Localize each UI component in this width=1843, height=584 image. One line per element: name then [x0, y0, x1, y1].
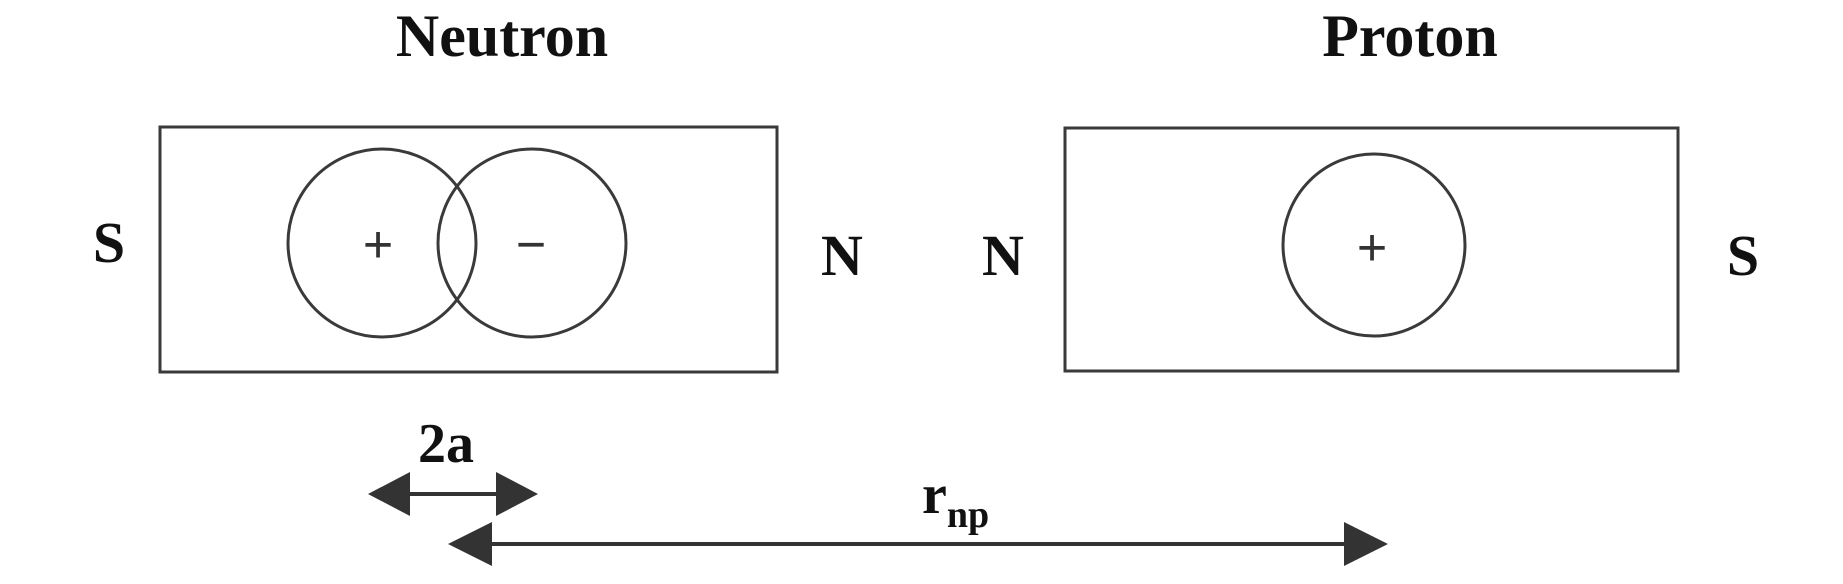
neutron-group: Neutron + − S N	[93, 3, 863, 374]
proton-positive-charge-circle	[1281, 152, 1467, 338]
neutron-negative-charge-circle	[436, 147, 628, 339]
neutron-south-pole-label: S	[93, 210, 125, 275]
proton-plus-sign: +	[1357, 219, 1387, 277]
neutron-north-pole-label: N	[821, 223, 863, 288]
neutron-title: Neutron	[396, 3, 608, 69]
neutron-proton-distance-dimension: rnp	[448, 464, 1388, 566]
distance-label-subscript: np	[947, 494, 989, 536]
proton-group: Proton + N S	[982, 3, 1759, 373]
arrowhead-right-icon	[496, 472, 538, 516]
arrowhead-left-icon	[368, 472, 410, 516]
proton-south-pole-label: S	[1727, 223, 1759, 288]
neutron-box	[158, 125, 779, 374]
distance-label-main: r	[922, 464, 947, 526]
arrowhead-right-icon	[1344, 522, 1388, 566]
proton-title: Proton	[1322, 3, 1498, 69]
neutron-plus-sign: +	[363, 216, 393, 274]
neutron-positive-charge-circle	[286, 147, 478, 339]
charge-separation-label: 2a	[418, 413, 474, 475]
proton-north-pole-label: N	[982, 223, 1024, 288]
arrowhead-left-icon	[448, 522, 492, 566]
charge-separation-dimension: 2a	[368, 413, 538, 516]
proton-box	[1063, 126, 1680, 373]
distance-label: rnp	[922, 464, 989, 536]
neutron-minus-sign: −	[516, 216, 546, 274]
